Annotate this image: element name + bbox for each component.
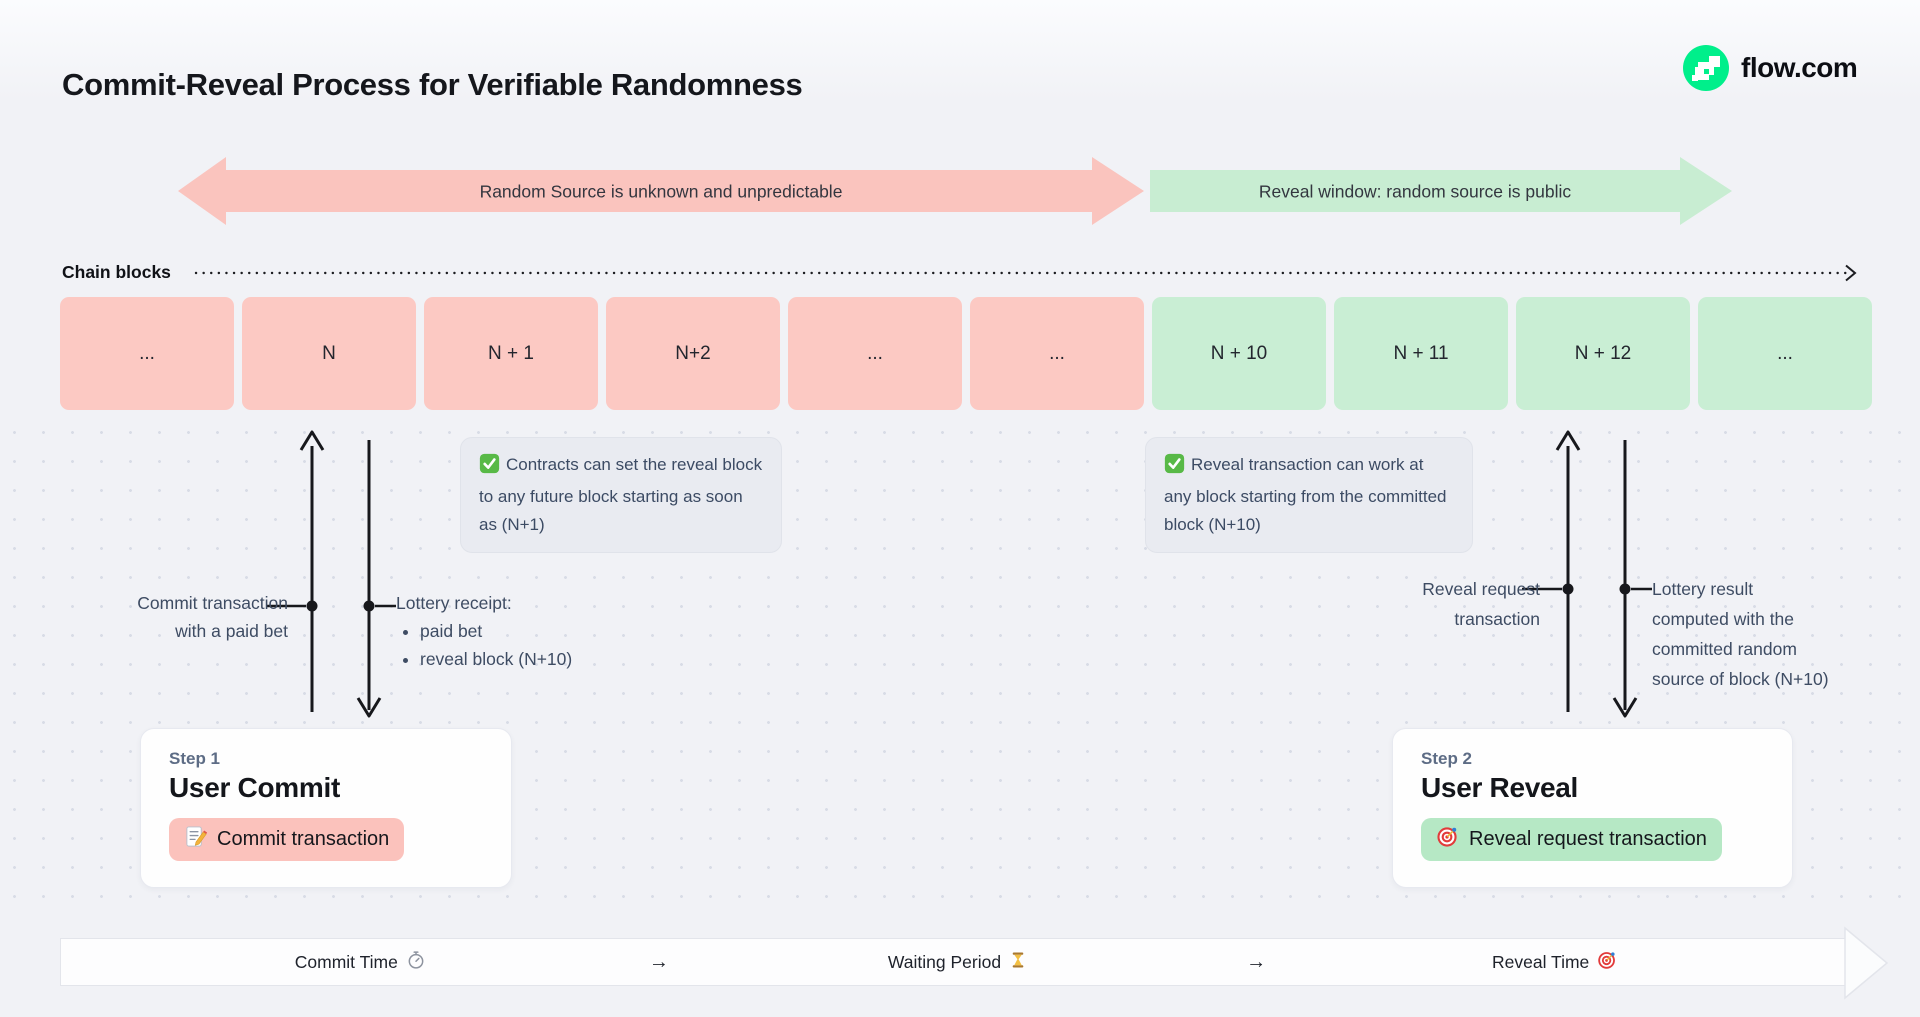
chain-block: N + 11 — [1334, 297, 1508, 410]
chain-block: ... — [970, 297, 1144, 410]
page-title: Commit-Reveal Process for Verifiable Ran… — [62, 66, 803, 102]
step-card-user-reveal: Step 2 User Reveal Reveal request transa… — [1392, 728, 1793, 888]
check-icon — [479, 453, 500, 483]
annotation-line: transaction — [1454, 609, 1540, 629]
chain-line-arrowhead — [1845, 264, 1857, 282]
phase-label-commit: Random Source is unknown and unpredictab… — [479, 181, 843, 202]
note-commit-window: Contracts can set the reveal block to an… — [460, 437, 782, 553]
chain-blocks-label: Chain blocks — [62, 262, 171, 282]
chain-block: N + 10 — [1152, 297, 1326, 410]
timeline-label: Commit Time — [294, 951, 398, 972]
arrow-right-glyph: → — [648, 950, 669, 973]
target-icon — [1597, 950, 1617, 975]
annotation-line: Reveal request — [1422, 579, 1540, 599]
note-text: Reveal transaction can work at any block… — [1164, 455, 1447, 534]
memo-icon — [184, 825, 208, 854]
note-reveal-window: Reveal transaction can work at any block… — [1145, 437, 1473, 553]
chain-block: ... — [60, 297, 234, 410]
annotation-line: committed random — [1652, 639, 1797, 659]
step-label: Step 2 — [1421, 749, 1473, 768]
commit-transaction-badge: Commit transaction — [169, 818, 405, 861]
timeline-label: Waiting Period — [887, 951, 1002, 972]
annotation-line: Lottery result — [1652, 579, 1754, 599]
timeline-reveal-time: Reveal Time — [1405, 950, 1704, 975]
step-title: User Reveal — [1421, 772, 1579, 803]
timeline-end-chevron-icon — [1844, 926, 1889, 1000]
reveal-request-badge: Reveal request transaction — [1421, 818, 1722, 861]
arrow-right-glyph: → — [1246, 950, 1267, 973]
list-item: reveal block (N+10) — [420, 645, 572, 673]
check-icon — [1164, 453, 1185, 483]
annotation-line: source of block (N+10) — [1652, 669, 1829, 689]
badge-label: Reveal request transaction — [1469, 828, 1707, 850]
step-label: Step 1 — [169, 749, 221, 768]
annotation-line: computed with the — [1652, 609, 1795, 629]
annotation-line: Commit transaction — [137, 593, 288, 613]
timeline-commit-time: Commit Time — [211, 950, 510, 975]
annotation-lottery-receipt: Lottery receipt: paid bet reveal block (… — [396, 589, 572, 673]
annotation-commit-transaction: Commit transaction with a paid bet — [137, 589, 288, 645]
brand: flow.com — [1683, 45, 1858, 91]
brand-label: flow.com — [1741, 52, 1858, 83]
list-item: paid bet — [420, 617, 572, 645]
annotation-title: Lottery receipt: — [396, 593, 512, 613]
chain-block: ... — [788, 297, 962, 410]
badge-label: Commit transaction — [217, 828, 390, 850]
chain-block: N + 12 — [1516, 297, 1690, 410]
lottery-receipt-list: paid bet reveal block (N+10) — [396, 617, 572, 673]
timeline-waiting-period: Waiting Period — [808, 950, 1107, 975]
note-text: Contracts can set the reveal block to an… — [479, 455, 763, 534]
target-icon — [1436, 825, 1459, 854]
step-card-user-commit: Step 1 User Commit Commit transaction — [140, 728, 512, 888]
timeline-label: Reveal Time — [1492, 951, 1590, 972]
annotation-lottery-result: Lottery result computed with the committ… — [1652, 574, 1829, 694]
step-title: User Commit — [169, 772, 340, 803]
timeline-bar: Commit Time → Waiting Period → Reveal Ti… — [60, 938, 1855, 986]
hourglass-icon — [1009, 950, 1027, 975]
chain-block: N + 1 — [424, 297, 598, 410]
chain-blocks-row: ... N N + 1 N+2 ... ... N + 10 N + 11 N … — [60, 297, 1872, 410]
phase-label-reveal: Reveal window: random source is public — [1258, 181, 1572, 202]
annotation-line: with a paid bet — [175, 621, 288, 641]
flow-logo-icon — [1683, 45, 1729, 91]
chain-block: N+2 — [606, 297, 780, 410]
chain-block: ... — [1698, 297, 1872, 410]
stopwatch-icon — [406, 950, 426, 975]
annotation-reveal-request: Reveal request transaction — [1422, 574, 1540, 634]
chain-block: N — [242, 297, 416, 410]
